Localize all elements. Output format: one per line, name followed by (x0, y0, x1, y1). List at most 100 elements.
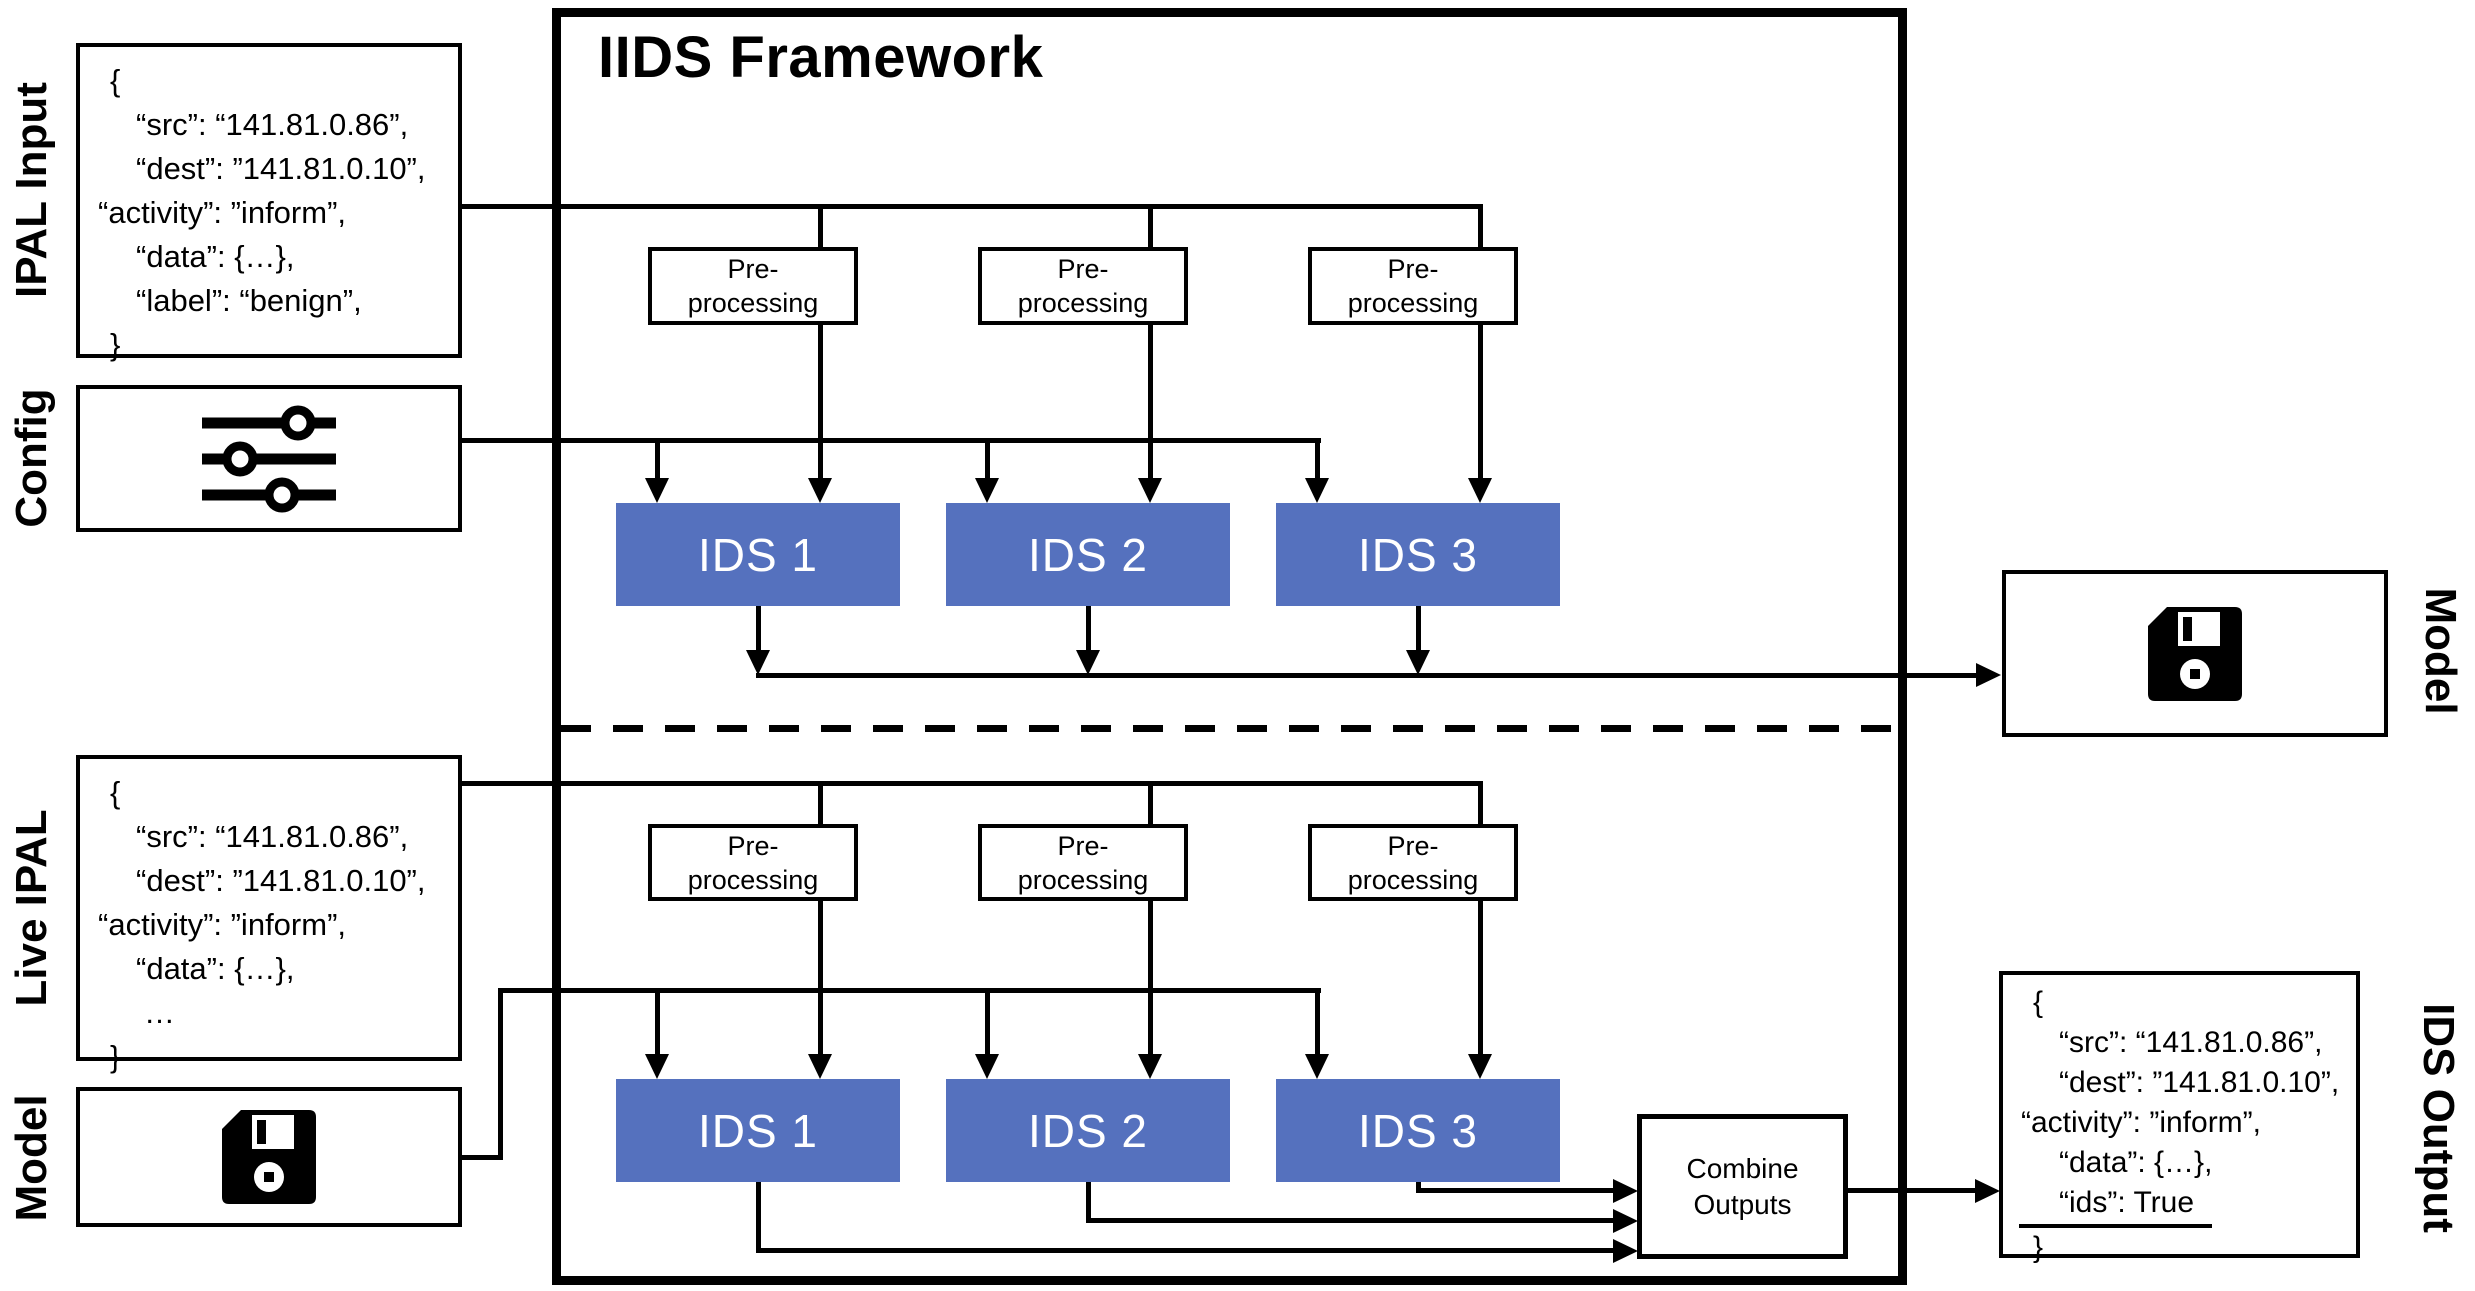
ids3-box-bottom: IDS 3 (1276, 1079, 1560, 1182)
config-label: Config (7, 388, 56, 528)
arrow-down-icon (1468, 1054, 1492, 1079)
arrow-down-icon (1305, 478, 1329, 503)
ids2-label: IDS 2 (1027, 528, 1149, 581)
preprocessing-label: processing (1017, 864, 1149, 895)
arrow-right-icon (1975, 1179, 2000, 1203)
live-ipal-branch-line (818, 781, 823, 826)
config-distribution-line (462, 438, 1321, 443)
json-line: “data”: {…}, (2059, 1146, 2213, 1179)
json-line: “data”: {…}, (136, 239, 295, 274)
train-test-divider-line (561, 725, 1898, 732)
ids2-to-combine-line (1086, 1182, 1091, 1223)
preprocessing-label: Pre- (1387, 254, 1439, 284)
preprocessing-label: Pre- (727, 830, 779, 861)
json-line-ids-true: “ids”: True (2019, 1183, 2213, 1228)
json-line: “dest”: ”141.81.0.10”, (136, 151, 426, 186)
ipal-branch-line (818, 204, 823, 248)
sliders-icon (76, 385, 462, 532)
live-ipal-label: Live IPAL (7, 809, 56, 1007)
ids3-to-combine-line (1416, 1182, 1421, 1193)
preprocessing-label: Pre- (1057, 830, 1109, 861)
json-line: “activity”: ”inform”, (98, 907, 346, 942)
arrow-down-icon (1138, 478, 1162, 503)
ipal-input-label: IPAL Input (7, 82, 56, 298)
json-line: “src”: “141.81.0.86”, (136, 107, 409, 142)
ids-output-line (1086, 606, 1091, 654)
ids3-label: IDS 3 (1357, 528, 1479, 581)
json-line: } (2033, 1231, 2044, 1264)
preproc-to-ids-line (1478, 901, 1483, 1057)
preprocessing-box-bottom-2: Pre- processing (978, 824, 1188, 901)
ids-output-box: { “src”: “141.81.0.86”, “dest”: ”141.81.… (1999, 971, 2360, 1264)
preprocessing-box-bottom-3: Pre- processing (1308, 824, 1518, 901)
json-line: } (110, 1039, 121, 1074)
combine-outputs-label: Combine (1686, 1152, 1799, 1184)
json-line: “activity”: ”inform”, (98, 195, 346, 230)
arrow-down-icon (1138, 1054, 1162, 1079)
ids-output-line (756, 606, 761, 654)
arrow-down-icon (808, 478, 832, 503)
ids3-to-combine-line (1416, 1188, 1613, 1193)
ipal-input-box: { “src”: “141.81.0.86”, “dest”: ”141.81.… (76, 43, 462, 362)
arrow-down-icon (645, 478, 669, 503)
model-feed-line (498, 988, 503, 1160)
arrow-right-icon (1613, 1179, 1638, 1203)
model-right-label: Model (2416, 587, 2465, 715)
json-line: “activity”: ”inform”, (2021, 1106, 2261, 1139)
preproc-to-ids-line (818, 325, 823, 481)
live-ipal-branch-line (1148, 781, 1153, 826)
model-branch-line (1315, 988, 1320, 1057)
arrow-down-icon (645, 1054, 669, 1079)
ids1-to-combine-line (756, 1248, 1613, 1253)
model-right-box (2002, 570, 2388, 737)
preprocessing-label: Pre- (1387, 830, 1439, 861)
config-branch-line (1315, 438, 1320, 482)
ids3-label: IDS 3 (1357, 1104, 1479, 1157)
preproc-to-ids-line (1148, 325, 1153, 481)
ipal-distribution-line (462, 204, 1482, 209)
live-ipal-branch-line (1478, 781, 1483, 826)
ids2-box-bottom: IDS 2 (946, 1079, 1230, 1182)
arrow-down-icon (1406, 650, 1430, 675)
combine-outputs-box: Combine Outputs (1637, 1114, 1848, 1259)
json-line: “dest”: ”141.81.0.10”, (136, 863, 426, 898)
preprocessing-box-top-1: Pre- processing (648, 247, 858, 325)
arrow-down-icon (1076, 650, 1100, 675)
json-line: “data”: {…}, (136, 951, 295, 986)
config-branch-line (655, 438, 660, 482)
model-feed-line (462, 1155, 503, 1160)
arrow-down-icon (808, 1054, 832, 1079)
framework-title: IIDS Framework (598, 25, 1044, 90)
preprocessing-box-top-2: Pre- processing (978, 247, 1188, 325)
json-line: “src”: “141.81.0.86”, (2059, 1026, 2323, 1059)
preproc-to-ids-line (1148, 901, 1153, 1057)
ids1-to-combine-line (756, 1182, 761, 1253)
combine-to-output-line (1848, 1188, 1975, 1193)
preprocessing-label: processing (687, 288, 819, 318)
json-line: { (110, 775, 121, 810)
preprocessing-box-bottom-1: Pre- processing (648, 824, 858, 901)
arrow-down-icon (975, 478, 999, 503)
arrow-down-icon (1468, 478, 1492, 503)
arrow-down-icon (975, 1054, 999, 1079)
arrow-right-icon (1613, 1239, 1638, 1263)
ids2-box-top: IDS 2 (946, 503, 1230, 606)
ids1-label: IDS 1 (697, 528, 819, 581)
config-box (76, 385, 462, 532)
model-branch-line (985, 988, 990, 1057)
preprocessing-label: processing (1017, 288, 1149, 318)
arrow-right-icon (1613, 1209, 1638, 1233)
json-line: } (110, 327, 121, 362)
ids2-label: IDS 2 (1027, 1104, 1149, 1157)
ids1-label: IDS 1 (697, 1104, 819, 1157)
model-distribution-line (498, 988, 1321, 993)
json-line: { (110, 63, 121, 98)
model-branch-line (655, 988, 660, 1057)
preprocessing-label: Pre- (727, 254, 779, 284)
ids-output-line (1416, 606, 1421, 654)
ids1-box-bottom: IDS 1 (616, 1079, 900, 1182)
ipal-branch-line (1148, 204, 1153, 248)
preprocessing-label: Pre- (1057, 254, 1109, 284)
live-ipal-box: { “src”: “141.81.0.86”, “dest”: ”141.81.… (76, 755, 462, 1074)
